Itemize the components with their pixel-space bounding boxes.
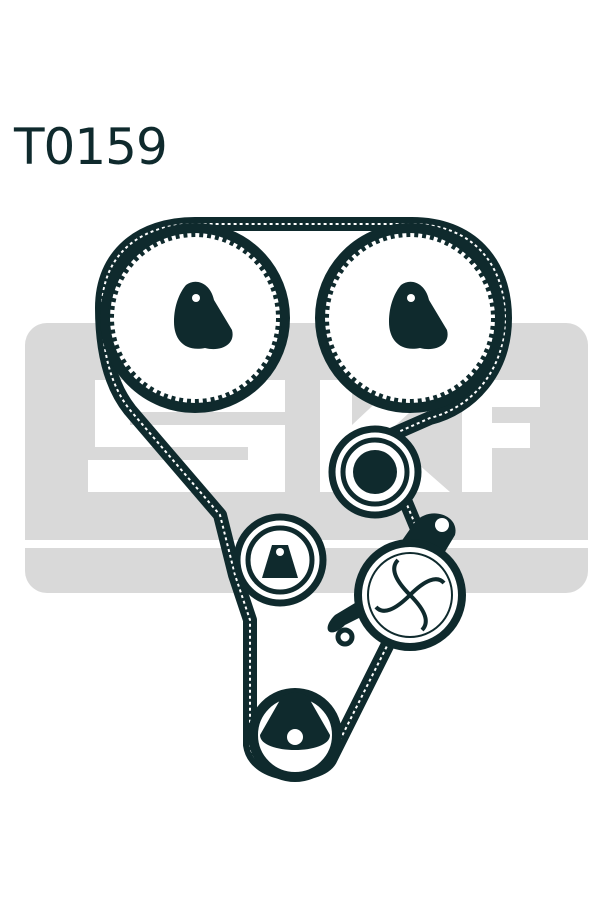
camshaft-pulley-icon [100,223,290,413]
idler-pulley-icon [328,425,422,519]
camshaft-pulley-icon [315,223,505,413]
water-pump-icon [327,513,466,651]
product-code: T0159 [14,118,168,176]
tensioner-pulley-icon [233,513,327,607]
crankshaft-pulley-icon [248,688,342,782]
